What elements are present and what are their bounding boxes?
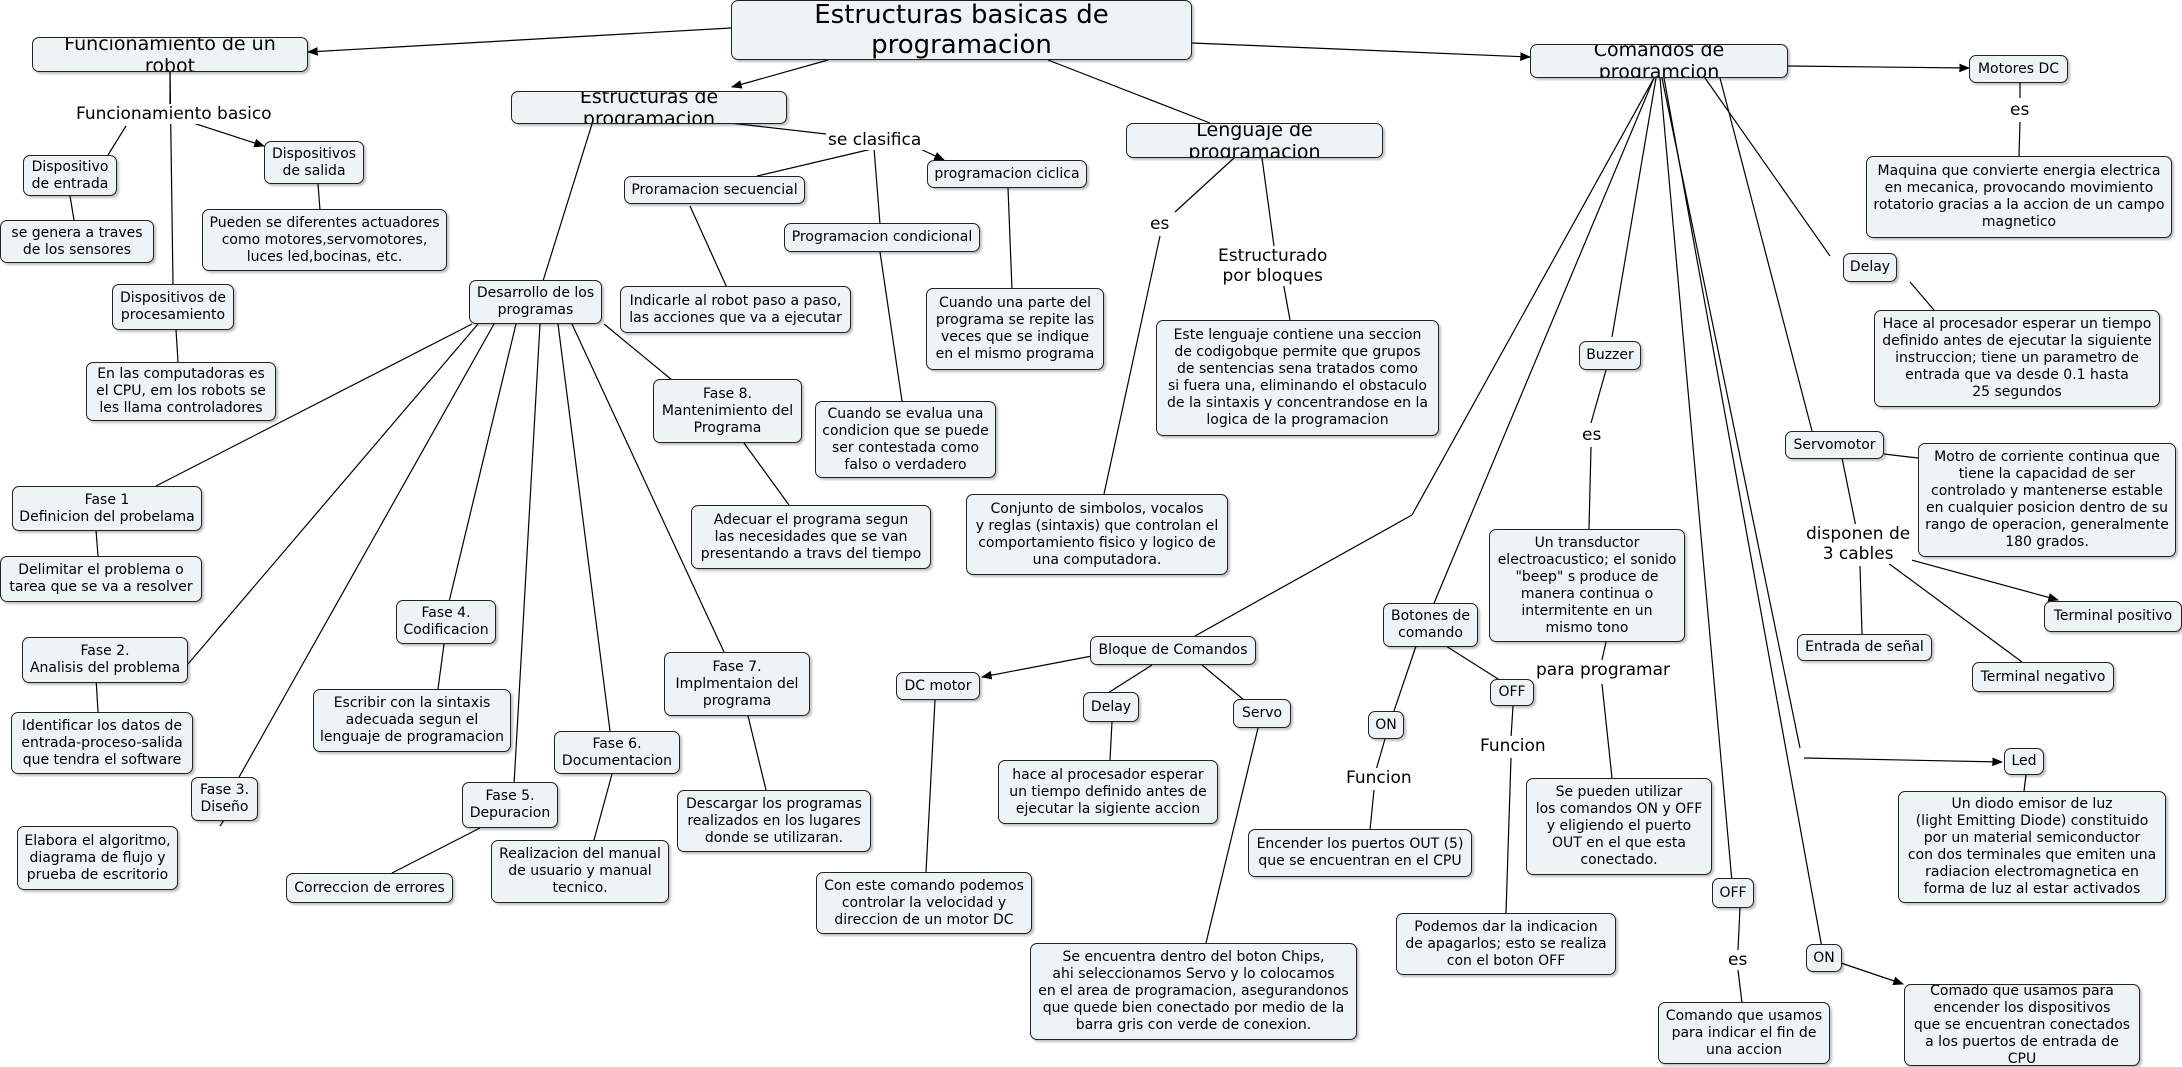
node-fase5-desc: Correccion de errores [286, 873, 453, 903]
node-fase4-desc: Escribir con la sintaxis adecuada segun … [313, 689, 511, 752]
node-fase7: Fase 7. Implmentaion del programa [664, 652, 810, 716]
label-se-clasifica: se clasifica [826, 130, 924, 150]
node-disp-salida: Dispositivos de salida [264, 141, 364, 184]
node-delay-b-desc: hace al procesador esperar un tiempo def… [998, 760, 1218, 824]
node-estructuras: Estructuras de programacion [511, 91, 787, 124]
node-fase8-desc: Adecuar el programa segun las necesidade… [691, 505, 931, 569]
node-condicional: Programacion condicional [784, 223, 980, 252]
node-fase3-desc: Elabora el algoritmo, diagrama de flujo … [17, 826, 178, 890]
node-botones: Botones de comando [1383, 603, 1478, 647]
label-es-motores: es [2008, 100, 2032, 120]
node-on1: ON [1368, 711, 1404, 739]
node-fase7-desc: Descargar los programas realizados en lo… [677, 790, 871, 852]
node-on1-desc: Encender los puertos OUT (5) que se encu… [1248, 829, 1472, 877]
node-fase8: Fase 8. Mantenimiento del Programa [653, 379, 802, 443]
node-servo-desc: Se encuentra dentro del boton Chips, ahi… [1030, 943, 1357, 1040]
node-buzzer-prog: Se pueden utilizar los comandos ON y OFF… [1526, 778, 1712, 875]
node-fase5: Fase 5. Depuracion [462, 782, 558, 828]
node-led-desc: Un diodo emisor de luz (light Emitting D… [1898, 791, 2166, 903]
node-off2-desc: Comando que usamos para indicar el fin d… [1658, 1002, 1830, 1064]
node-ciclica: programacion ciclica [927, 160, 1087, 188]
label-es-lenguaje: es [1148, 214, 1172, 234]
label-estructurado: Estructurado por bloques [1216, 246, 1330, 286]
node-disp-proc-desc: En las computadoras es el CPU, em los ro… [86, 362, 276, 421]
node-servo: Servo [1233, 699, 1291, 728]
link-root-comandos [1191, 42, 1532, 61]
node-disp-proc: Dispositivos de procesamiento [112, 284, 234, 330]
node-off1: OFF [1490, 679, 1534, 706]
node-dc-motor: DC motor [896, 672, 980, 700]
link-root-estructuras [730, 59, 829, 89]
node-root: Estructuras basicas de programacion [731, 0, 1192, 60]
link-root-lenguaje [1047, 59, 1211, 124]
node-motores-dc-desc: Maquina que convierte energia electrica … [1866, 156, 2172, 238]
node-condicional-desc: Cuando se evalua una condicion que se pu… [815, 401, 996, 478]
node-buzzer: Buzzer [1579, 341, 1641, 370]
node-delay-c: Delay [1843, 253, 1897, 282]
label-funcion-off: Funcion [1478, 736, 1548, 756]
node-funcionamiento: Funcionamiento de un robot [32, 37, 308, 72]
node-fase6: Fase 6. Documentacion [554, 731, 680, 774]
label-funcion-on: Funcion [1344, 768, 1414, 788]
node-servomotor: Servomotor [1785, 431, 1884, 459]
node-lenguaje: Lenguaje de programacion [1126, 123, 1383, 158]
label-funcionamiento-basico: Funcionamiento basico [74, 104, 274, 124]
node-off1-desc: Podemos dar la indicacion de apagarlos; … [1396, 913, 1616, 975]
label-disponen: disponen de 3 cables [1804, 524, 1913, 564]
node-fase1-desc: Delimitar el problema o tarea que se va … [0, 556, 202, 602]
node-terminal-neg: Terminal negativo [1972, 662, 2114, 692]
node-delay-c-desc: Hace al procesador esperar un tiempo def… [1874, 310, 2160, 407]
label-es-off: es [1726, 950, 1750, 970]
node-dc-motor-desc: Con este comando podemos controlar la ve… [816, 872, 1032, 934]
node-motores-dc: Motores DC [1969, 55, 2068, 83]
node-secuencial: Proramacion secuencial [624, 176, 805, 204]
node-lenguaje-def: Conjunto de simbolos, vocalos y reglas (… [966, 494, 1228, 575]
node-fase3: Fase 3. Diseño [191, 777, 258, 821]
label-es-buzzer: es [1580, 425, 1604, 445]
node-led: Led [2004, 748, 2044, 775]
link-root-funcionamiento [306, 27, 732, 56]
node-off2: OFF [1712, 878, 1754, 908]
node-terminal-pos: Terminal positivo [2044, 601, 2182, 632]
label-para-programar: para programar [1534, 660, 1672, 680]
node-desarrollo: Desarrollo de los programas [469, 280, 602, 324]
node-bloque-comandos: Bloque de Comandos [1090, 636, 1256, 665]
node-bloques-desc: Este lenguaje contiene una seccion de co… [1156, 320, 1439, 436]
node-disp-entrada-desc: se genera a traves de los sensores [0, 220, 154, 263]
node-fase1: Fase 1 Definicion del probelama [12, 486, 202, 531]
node-fase2-desc: Identificar los datos de entrada-proceso… [11, 712, 193, 774]
node-disp-entrada: Dispositivo de entrada [23, 155, 117, 196]
node-comandos: Comandos de programcion [1530, 44, 1788, 78]
node-secuencial-desc: Indicarle al robot paso a paso, las acci… [620, 286, 851, 333]
node-entrada-senal: Entrada de señal [1797, 634, 1932, 661]
node-buzzer-desc: Un transductor electroacustico; el sonid… [1489, 529, 1685, 642]
node-fase2: Fase 2. Analisis del problema [22, 637, 188, 683]
node-on2-desc: Comado que usamos para encender los disp… [1904, 984, 2140, 1066]
node-ciclica-desc: Cuando una parte del programa se repite … [926, 288, 1104, 370]
node-servomotor-desc: Motro de corriente continua que tiene la… [1918, 443, 2176, 557]
node-fase4: Fase 4. Codificacion [396, 600, 496, 644]
node-fase6-desc: Realizacion del manual de usuario y manu… [491, 840, 669, 903]
node-delay-b: Delay [1083, 692, 1139, 722]
node-disp-salida-desc: Pueden se diferentes actuadores como mot… [202, 209, 447, 271]
node-on2: ON [1806, 944, 1842, 972]
